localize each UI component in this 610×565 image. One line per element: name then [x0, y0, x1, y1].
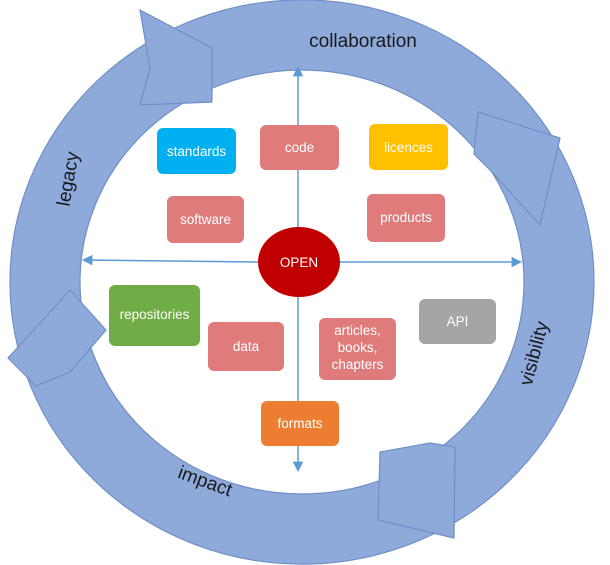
node-code: code	[260, 125, 339, 170]
node-articles-line-1: articles,	[334, 323, 381, 338]
center-label: OPEN	[280, 255, 318, 270]
node-standards-label: standards	[167, 144, 227, 159]
cycle-ring	[7, 0, 595, 565]
node-software: software	[167, 196, 244, 243]
axis-left-arrow	[81, 254, 259, 266]
node-data-label: data	[233, 339, 260, 354]
node-products: products	[367, 194, 445, 242]
node-formats: formats	[261, 401, 339, 446]
node-standards: standards	[157, 128, 236, 174]
ring-arrowhead-bottom	[377, 442, 456, 539]
node-data: data	[208, 322, 284, 371]
ring-arrowhead-top	[139, 8, 213, 106]
ring-arrowhead-right	[473, 111, 561, 227]
node-articles-line-3: chapters	[332, 357, 384, 372]
ring-arrowhead-left	[7, 289, 107, 387]
node-formats-label: formats	[277, 416, 322, 431]
ring-label-collaboration: collaboration	[309, 31, 417, 52]
axes	[81, 65, 523, 473]
node-code-label: code	[285, 140, 314, 155]
node-articles-line-2: books,	[338, 340, 378, 355]
node-repositories-label: repositories	[120, 307, 190, 322]
node-licences: licences	[369, 124, 448, 170]
node-repositories: repositories	[109, 285, 200, 346]
node-articles-books-chapters: articles, books, chapters	[319, 318, 396, 380]
node-software-label: software	[180, 212, 231, 227]
center-open: OPEN	[258, 227, 340, 297]
node-products-label: products	[380, 210, 432, 225]
node-api-label: API	[447, 314, 469, 329]
center-circle	[258, 227, 340, 297]
node-api: API	[419, 299, 496, 344]
node-licences-label: licences	[384, 140, 433, 155]
